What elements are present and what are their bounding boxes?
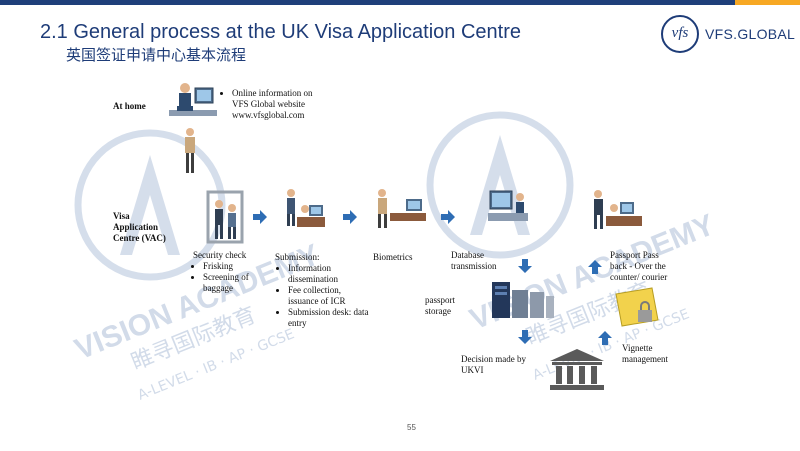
passback-label-line: back - Over the: [610, 261, 666, 271]
submission-desk-icon: [287, 189, 325, 227]
vignette-padlock-icon: [615, 287, 659, 327]
at-home-info-url: www.vfsglobal.com: [232, 110, 305, 120]
at-home-info-line: VFS Global website: [232, 99, 305, 109]
vignette-label-line: Vignette: [622, 343, 653, 353]
vac-label-line: Centre (VAC): [113, 233, 166, 243]
vfs-logo-text: VFS.GLOBAL: [705, 26, 796, 42]
security-check-list: Frisking Screening of baggage: [193, 261, 261, 294]
vision-academy-watermark: VISION ACADEMY VISION ACADEMY 睢寻国际教育 睢寻国…: [70, 111, 719, 404]
submission-item: Information dissemination: [288, 263, 370, 285]
submission-item: Submission desk: data entry: [288, 307, 370, 329]
flow-arrow-right: [253, 210, 267, 224]
page-subtitle-chinese: 英国签证申请中心基本流程: [66, 46, 247, 64]
biometrics-label: Biometrics: [373, 252, 413, 262]
flow-arrow-up: [588, 260, 602, 274]
submission-heading: Submission:: [275, 252, 320, 262]
flow-arrow-right: [441, 210, 455, 224]
vignette-label-line: management: [622, 354, 668, 364]
passport-storage-servers-icon: [492, 282, 554, 318]
security-item: Frisking: [203, 261, 261, 272]
security-item: Screening of baggage: [203, 272, 261, 294]
vac-label-line: Application: [113, 222, 159, 232]
decision-label-line: UKVI: [461, 365, 484, 375]
vfs-global-logo: vfs VFS.GLOBAL: [661, 15, 796, 55]
database-transmission-icon: [488, 190, 528, 221]
flow-arrow-up: [598, 331, 612, 345]
walking-person-icon: [185, 128, 195, 173]
database-label-line: Database: [451, 250, 484, 260]
top-bar-accent: [735, 0, 800, 5]
passback-label-line: counter/ courier: [610, 272, 668, 282]
top-bar: [0, 0, 800, 5]
security-check-icon: [206, 190, 244, 244]
biometrics-station-icon: [378, 189, 426, 228]
page-title: 2.1 General process at the UK Visa Appli…: [40, 21, 522, 43]
decision-label-line: Decision made by: [461, 354, 526, 364]
page-number: 55: [407, 423, 416, 432]
at-home-info-line: Online information on: [232, 88, 313, 99]
at-home-info-list: Online information on: [222, 88, 313, 99]
flow-arrow-down: [518, 330, 532, 344]
at-home-label: At home: [113, 101, 146, 111]
ukvi-government-building-icon: [550, 349, 604, 390]
passport-passback-counter-icon: [594, 190, 642, 229]
submission-list: Information dissemination Fee collection…: [278, 263, 370, 329]
flow-arrow-down: [518, 259, 532, 273]
security-check-heading: Security check: [193, 250, 247, 260]
passback-label-line: Passport Pass: [610, 250, 659, 260]
database-label-line: transmission: [451, 261, 497, 271]
storage-label-line: storage: [425, 306, 451, 316]
submission-item: Fee collection, issuance of ICR: [288, 285, 370, 307]
flow-arrow-right: [343, 210, 357, 224]
vfs-logo-mark: vfs: [661, 15, 699, 53]
home-computer-user-icon: [169, 83, 217, 116]
vac-label-line: Visa: [113, 211, 130, 221]
storage-label-line: passport: [425, 295, 455, 305]
